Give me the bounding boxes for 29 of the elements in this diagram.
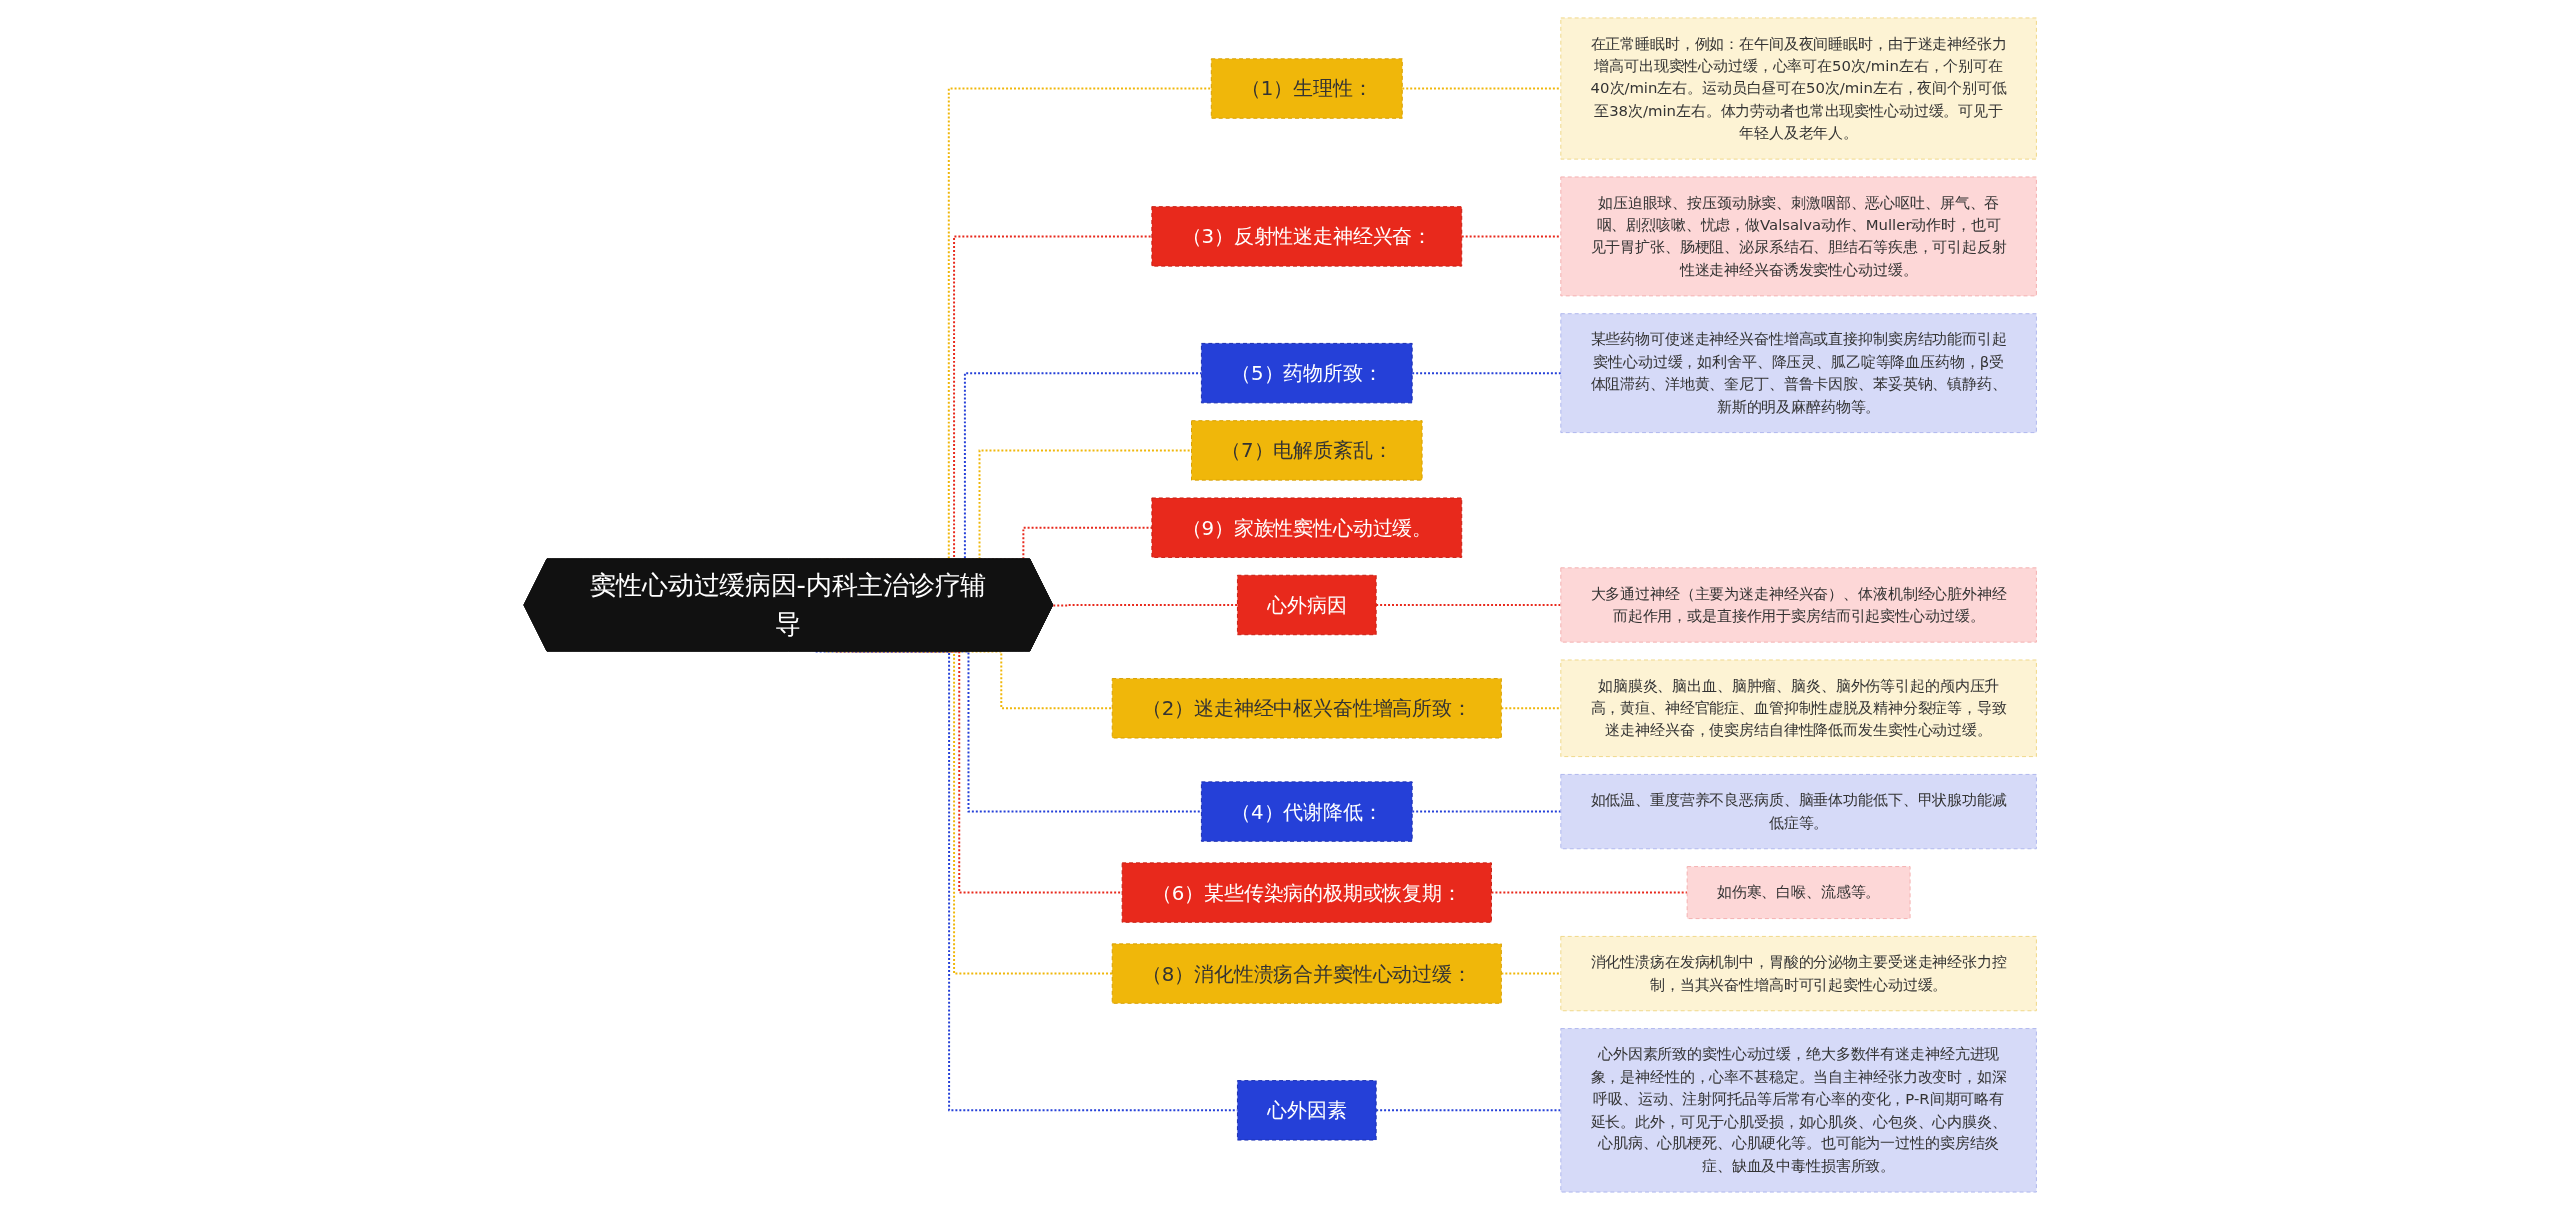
node-box: （2）迷走神经中枢兴奋性增高所致： xyxy=(1111,678,1502,739)
connector xyxy=(1411,372,1562,375)
node-box: 如压迫眼球、按压颈动脉窦、刺激咽部、恶心呕吐、屏气、吞咽、剧烈咳嗽、忧虑，做Valsalva动作、Muller动作时，也可见于胃扩张、肠梗阻、泌尿系结石、胆结石等疾患，可引起反射性迷走神经兴奋诱发窦性心动过缓。 xyxy=(1560,176,2037,297)
connector xyxy=(1375,1109,1562,1112)
node-box: 心外因素 xyxy=(1236,1080,1377,1141)
node-box: 心外因素所致的窦性心动过缓，绝大多数伴有迷走神经亢进现象，是神经性的，心率不甚稳定。当自主神经张力改变时，如深呼吸、运动、注射阿托品等后常有心率的变化，P-R间期可略有延长。此外，可见于心肌受损，如心肌炎、心包炎、心内膜炎、心肌病、心肌梗死、心肌硬化等。也可能为一过性的窦房结炎症、缺血及中毒性损害所致。 xyxy=(1560,1028,2037,1193)
node-box: 某些药物可使迷走神经兴奋性增高或直接抑制窦房结功能而引起窦性心动过缓，如利舍平、降压灵、胍乙啶等降血压药物，β受体阻滞药、洋地黄、奎尼丁、普鲁卡因胺、苯妥英钠、镇静药、新斯的明及麻醉药物等。 xyxy=(1560,313,2037,434)
node-box: 如低温、重度营养不良恶病质、脑垂体功能低下、甲状腺功能减低症等。 xyxy=(1560,773,2037,850)
node-box: （7）电解质紊乱： xyxy=(1190,420,1423,481)
node-box: 消化性溃疡在发病机制中，胃酸的分泌物主要受迷走神经张力控制，当其兴奋性增高时可引起窦性心动过缓。 xyxy=(1560,935,2037,1012)
connector xyxy=(1052,604,1239,607)
connector xyxy=(1460,235,1562,238)
connector xyxy=(1500,707,1562,710)
connector xyxy=(1500,972,1562,975)
node-box: （3）反射性迷走神经兴奋： xyxy=(1151,206,1463,267)
node-box: （6）某些传染病的极期或恢复期： xyxy=(1121,862,1492,923)
node-box: （5）药物所致： xyxy=(1200,342,1413,404)
node-box: 大多通过神经（主要为迷走神经兴奋）、体液机制经心脏外神经而起作用，或是直接作用于窦房结而引起窦性心动过缓。 xyxy=(1560,567,2037,643)
connector xyxy=(1375,604,1562,606)
node-box: 如伤寒、白喉、流感等。 xyxy=(1686,866,1911,920)
node-box: （4）代谢降低： xyxy=(1200,781,1413,842)
node-box: 在正常睡眠时，例如：在午间及夜间睡眠时，由于迷走神经张力增高可出现窦性心动过缓，心率可在50次/min左右，个别可在40次/min左右。运动员白昼可在50次/min左右，夜间个别可低至38次/min左右。体力劳动者也常出现窦性心动过缓。可见于年轻人及老年人。 xyxy=(1560,17,2037,160)
node-box: 如脑膜炎、脑出血、脑肿瘤、脑炎、脑外伤等引起的颅内压升高，黄疸、神经官能症、血管抑制性虚脱及精神分裂症等，导致迷走神经兴奋，使窦房结自律性降低而发生窦性心动过缓。 xyxy=(1560,659,2037,758)
node-box: （1）生理性： xyxy=(1210,58,1403,119)
connector xyxy=(1411,810,1562,813)
connector xyxy=(1401,87,1562,90)
node-box: （8）消化性溃疡合并窦性心动过缓： xyxy=(1111,943,1502,1004)
node-box: 心外病因 xyxy=(1236,574,1377,636)
node-box: （9）家族性窦性心动过缓。 xyxy=(1151,497,1463,558)
